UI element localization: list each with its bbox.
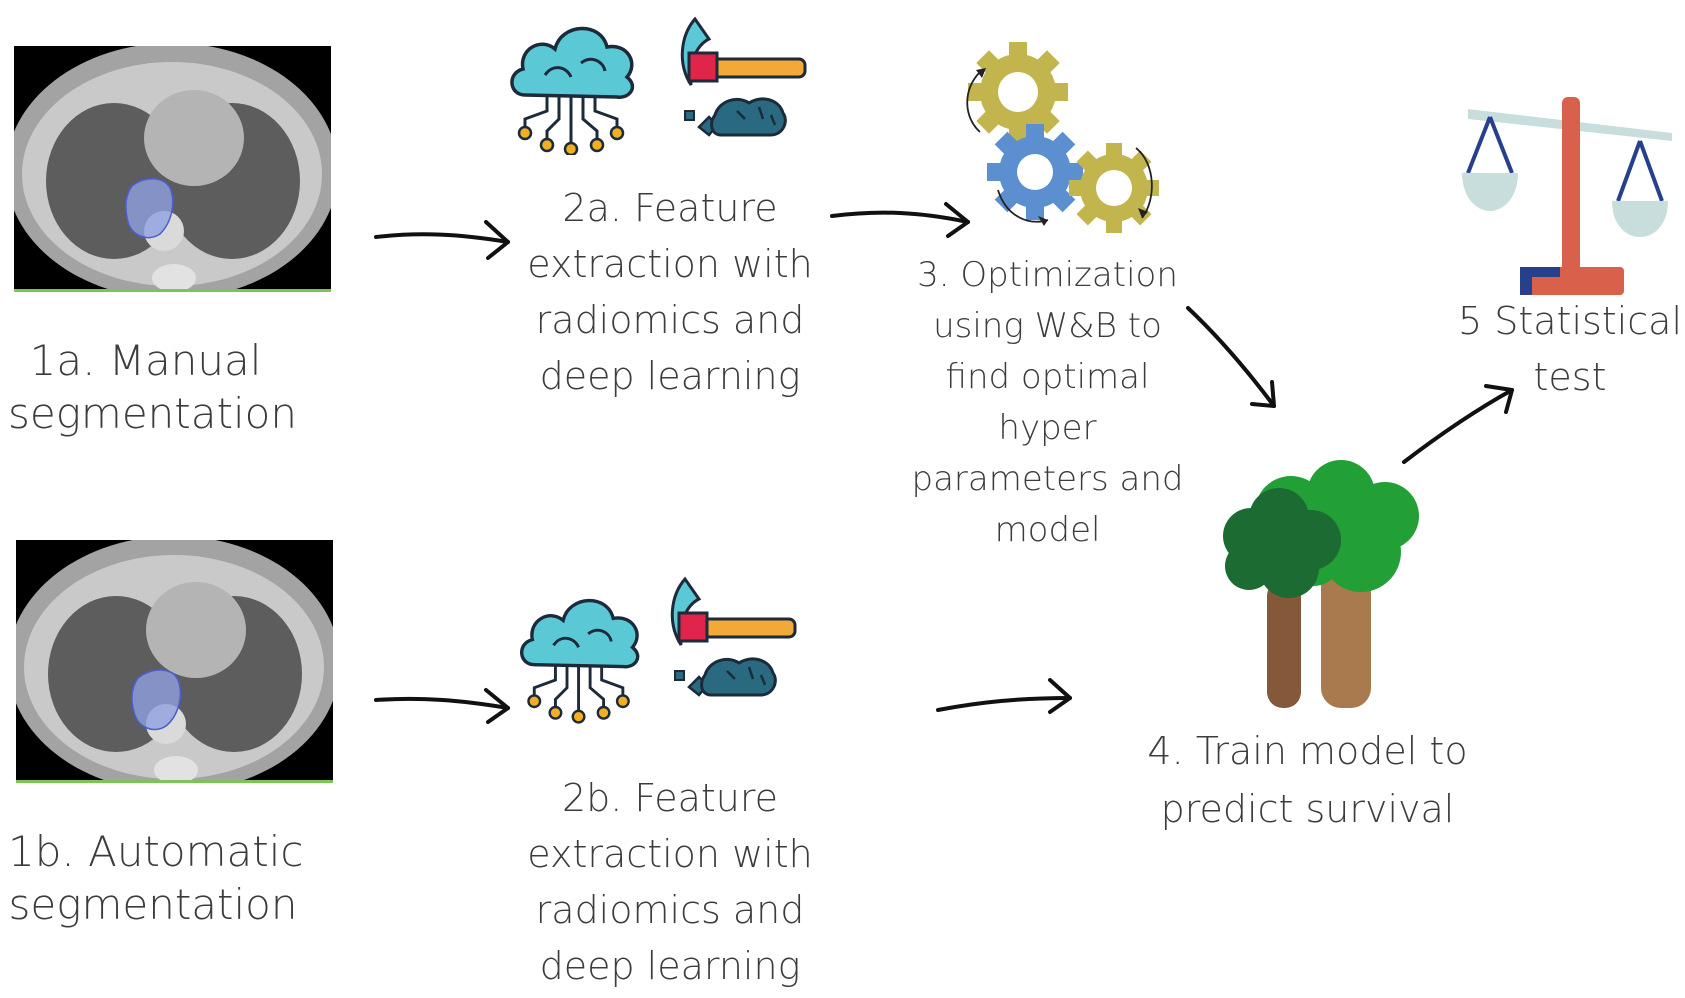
arrow-4-to-5 xyxy=(1402,384,1514,464)
label-step-2b-line2: extraction with xyxy=(527,832,813,876)
label-step-2a-line4: deep learning xyxy=(539,354,801,398)
arrow-2b-to-4 xyxy=(936,678,1072,714)
arrow-1b-to-2b xyxy=(374,688,510,724)
label-step-2a-line3: radiomics and xyxy=(535,298,805,342)
label-step-3-line4: hyper xyxy=(998,408,1097,448)
trees-icon xyxy=(1213,460,1428,715)
label-step-2b-line4: deep learning xyxy=(539,944,801,988)
label-step-2a: 2a. Feature extraction with radiomics an… xyxy=(520,180,820,404)
label-step-3: 3. Optimization using W&B to find optima… xyxy=(900,250,1195,556)
label-step-4: 4. Train model to predict survival xyxy=(1135,722,1480,838)
label-step-4-line1: 4. Train model to xyxy=(1147,729,1468,773)
cloud-network-icon xyxy=(505,15,640,155)
label-step-5-line2: test xyxy=(1533,355,1607,399)
label-step-5-line1: 5 Statistical xyxy=(1457,299,1682,343)
pickaxe-mining-icon xyxy=(675,15,815,145)
label-step-3-line1: 3. Optimization xyxy=(917,255,1178,295)
label-step-5: 5 Statistical test xyxy=(1455,293,1685,405)
arrow-2a-to-3 xyxy=(830,202,970,238)
label-step-1b-line2: segmentation xyxy=(8,879,298,929)
pickaxe-mining-icon xyxy=(665,575,805,705)
label-step-1a: 1a. Manual segmentation xyxy=(8,335,297,440)
label-step-2b: 2b. Feature extraction with radiomics an… xyxy=(520,770,820,994)
label-step-3-line3: find optimal xyxy=(945,357,1150,397)
ct-scan-manual-image xyxy=(14,46,331,292)
label-step-1b-line1: 1b. Automatic xyxy=(8,827,304,876)
label-step-2a-line2: extraction with xyxy=(527,242,813,286)
label-step-3-line5: parameters and xyxy=(911,459,1184,499)
arrow-3-to-4 xyxy=(1186,306,1276,408)
cloud-network-icon xyxy=(515,585,645,725)
label-step-2a-line1: 2a. Feature xyxy=(562,186,778,230)
label-step-1a-line1: 1a. Manual xyxy=(29,336,262,385)
label-step-3-line6: model xyxy=(994,510,1101,550)
ct-scan-automatic xyxy=(16,540,333,783)
arrow-1a-to-2a xyxy=(374,220,510,260)
label-step-3-line2: using W&B to xyxy=(933,306,1162,346)
label-step-4-line2: predict survival xyxy=(1160,787,1455,831)
ct-scan-manual xyxy=(14,46,331,292)
label-step-2b-line3: radiomics and xyxy=(535,888,805,932)
balance-scale-icon xyxy=(1460,85,1680,300)
gears-icon xyxy=(958,40,1168,240)
ct-scan-automatic-image xyxy=(16,540,333,783)
label-step-1b: 1b. Automatic segmentation xyxy=(8,826,304,931)
label-step-2b-line1: 2b. Feature xyxy=(561,776,779,820)
label-step-1a-line2: segmentation xyxy=(8,388,297,438)
